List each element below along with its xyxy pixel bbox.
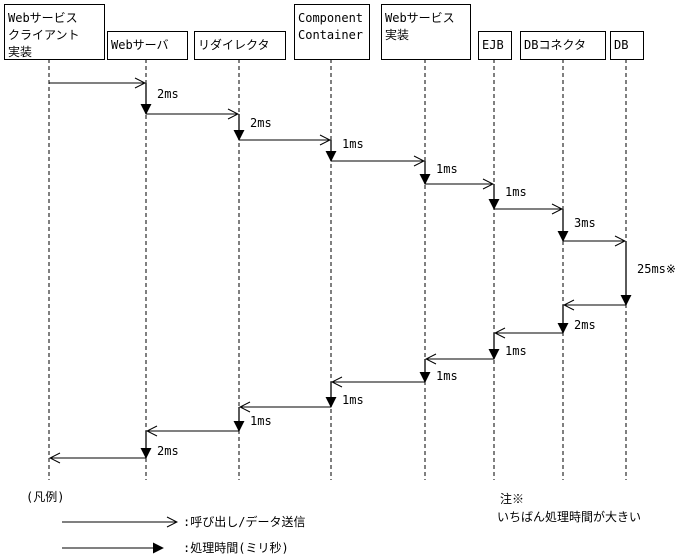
processing-time-label: 2ms (574, 318, 596, 332)
processing-time-label: 1ms (342, 137, 364, 151)
participant-label-db: DB (614, 38, 628, 52)
note-title: 注※ (500, 491, 524, 506)
processing-time-label: 1ms (436, 369, 458, 383)
processing-times: 2ms 2ms 1ms 1ms 1ms 3ms 25ms※ 2ms 1ms 1ms 1ms 1ms 2m… (140, 83, 676, 459)
processing-time-label: 2ms (250, 116, 272, 130)
legend: (凡例) :呼び出し/データ送信 :処理時間(ミリ秒) (26, 490, 305, 555)
legend-call-label: :呼び出し/データ送信 (183, 514, 305, 529)
participant-label-container: Container (298, 28, 363, 42)
participant-label-client: Webサービス (8, 11, 78, 25)
participant-box-web (107, 31, 188, 60)
participant-label-ws: Webサービス (385, 11, 455, 25)
note: 注※ いちばん処理時間が大きい (497, 491, 641, 524)
participant-label-ejb: EJB (482, 38, 504, 52)
participant-label-client: 実装 (8, 44, 32, 59)
note-text: いちばん処理時間が大きい (497, 509, 641, 524)
processing-time-label: 1ms (342, 393, 364, 407)
processing-time-label: 3ms (574, 216, 596, 230)
processing-time-label: 2ms (157, 87, 179, 101)
processing-time-label: 25ms※ (637, 262, 676, 276)
processing-time-label: 1ms (250, 414, 272, 428)
participant-label-container: Component (298, 11, 363, 25)
participant-box-client (4, 4, 105, 60)
participant-box-dbconn (520, 31, 606, 60)
participant-label-web: Webサーバ (111, 38, 169, 52)
participant-label-dbconn: DBコネクタ (524, 38, 586, 52)
participant-box-redirector (194, 31, 286, 60)
processing-time-label: 1ms (436, 162, 458, 176)
participant-label-client: クライアント (8, 28, 80, 42)
legend-title: (凡例) (26, 490, 64, 504)
processing-time-label: 1ms (505, 185, 527, 199)
processing-time-label: 1ms (505, 344, 527, 358)
participant-box-ejb (478, 31, 512, 60)
call-arrows (49, 83, 626, 458)
participant-box-db (610, 31, 644, 60)
legend-time-label: :処理時間(ミリ秒) (183, 541, 289, 555)
participant-box-container (294, 4, 370, 60)
participant-box-ws (381, 4, 471, 60)
participant-label-redirector: リダイレクタ (198, 37, 270, 52)
participant-label-ws: 実装 (385, 27, 409, 42)
lifelines (48, 59, 627, 480)
processing-time-label: 2ms (157, 444, 179, 458)
